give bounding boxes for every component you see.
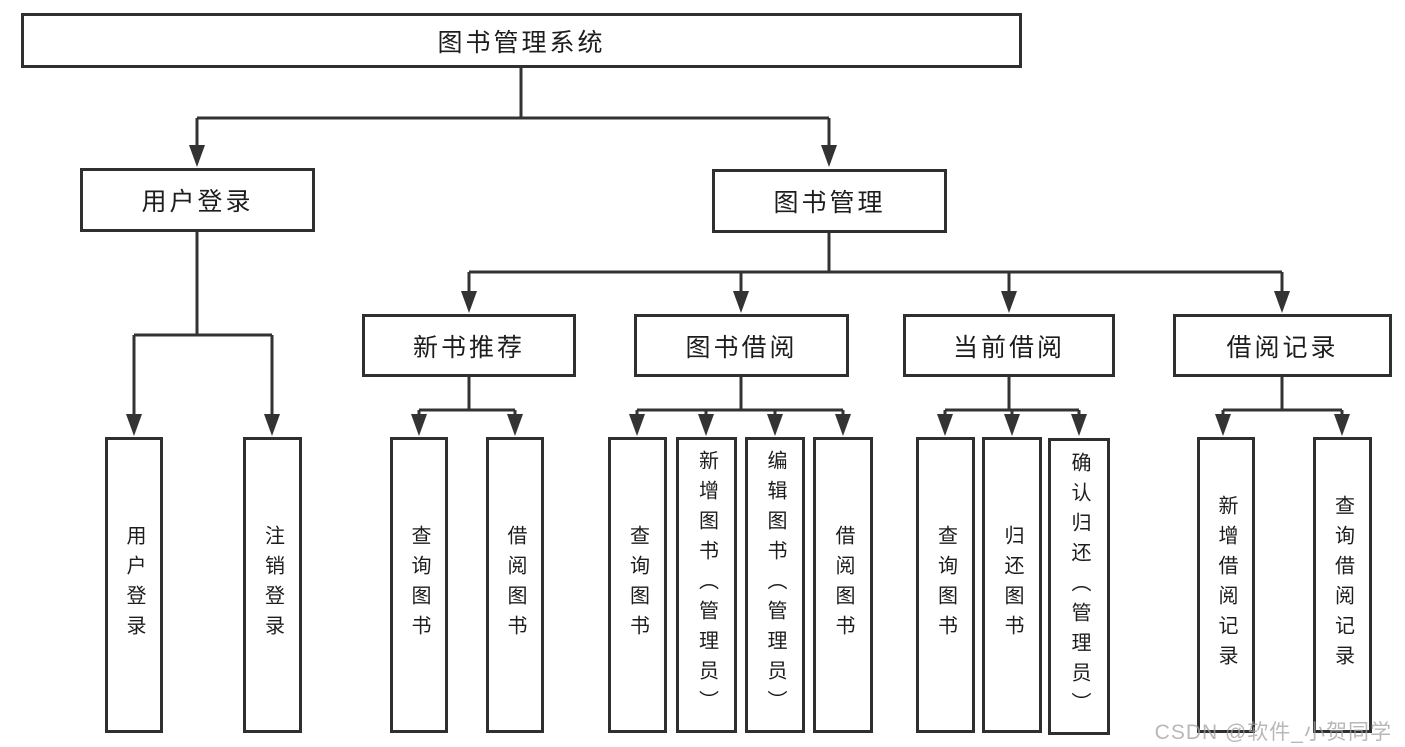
leaf-query-books-2-label: 查询图书 [626,525,649,645]
node-new-book-recommendation-label: 新书推荐 [412,333,525,362]
node-borrowing-records-label: 借阅记录 [1226,333,1339,362]
leaf-return-books-label: 归还图书 [1001,525,1023,645]
node-root-label: 图书管理系统 [437,28,606,57]
leaf-logout-label: 注销登录 [261,525,284,645]
node-borrowing-records: 借阅记录 [1173,314,1392,377]
node-user-login: 用户登录 [80,168,315,232]
leaf-borrow-books-2-label: 借阅图书 [832,525,854,645]
node-book-borrowing: 图书借阅 [634,314,849,377]
leaf-query-books-3: 查询图书 [916,437,975,733]
leaf-borrow-books-1-label: 借阅图书 [504,525,526,645]
leaf-edit-books-admin-label: 编辑图书（管理员） [764,450,786,720]
leaf-borrow-books-2: 借阅图书 [813,437,873,733]
csdn-watermark: CSDN @软件_小贺同学 [1154,721,1392,744]
leaf-user-login-label: 用户登录 [123,525,145,645]
node-current-borrowing: 当前借阅 [903,314,1115,377]
leaf-borrow-books-1: 借阅图书 [486,437,544,733]
node-current-borrowing-label: 当前借阅 [952,333,1065,362]
leaf-query-borrow-record-label: 查询借阅记录 [1331,495,1354,675]
leaf-return-books: 归还图书 [982,437,1042,733]
node-book-borrowing-label: 图书借阅 [685,333,798,362]
arrowheads [126,145,1350,436]
leaf-query-books-3-label: 查询图书 [934,525,957,645]
node-root: 图书管理系统 [21,13,1022,68]
leaf-add-borrow-record: 新增借阅记录 [1197,437,1255,733]
node-new-book-recommendation: 新书推荐 [362,314,576,377]
leaf-add-books-admin-label: 新增图书（管理员） [695,450,718,720]
leaf-logout: 注销登录 [243,437,302,733]
leaf-query-borrow-record: 查询借阅记录 [1313,437,1372,733]
leaf-query-books-2: 查询图书 [608,437,667,733]
node-user-login-label: 用户登录 [141,188,254,216]
node-book-management: 图书管理 [712,169,947,233]
leaf-add-books-admin: 新增图书（管理员） [676,437,737,733]
leaf-add-borrow-record-label: 新增借阅记录 [1215,495,1237,675]
node-book-management-label: 图书管理 [773,189,886,217]
leaf-query-books-1: 查询图书 [390,437,448,733]
leaf-edit-books-admin: 编辑图书（管理员） [745,437,805,733]
leaf-query-books-1-label: 查询图书 [408,525,430,645]
leaf-user-login: 用户登录 [105,437,163,733]
leaf-confirm-return-admin-label: 确认归还（管理员） [1068,451,1090,722]
leaf-confirm-return-admin: 确认归还（管理员） [1048,438,1110,735]
